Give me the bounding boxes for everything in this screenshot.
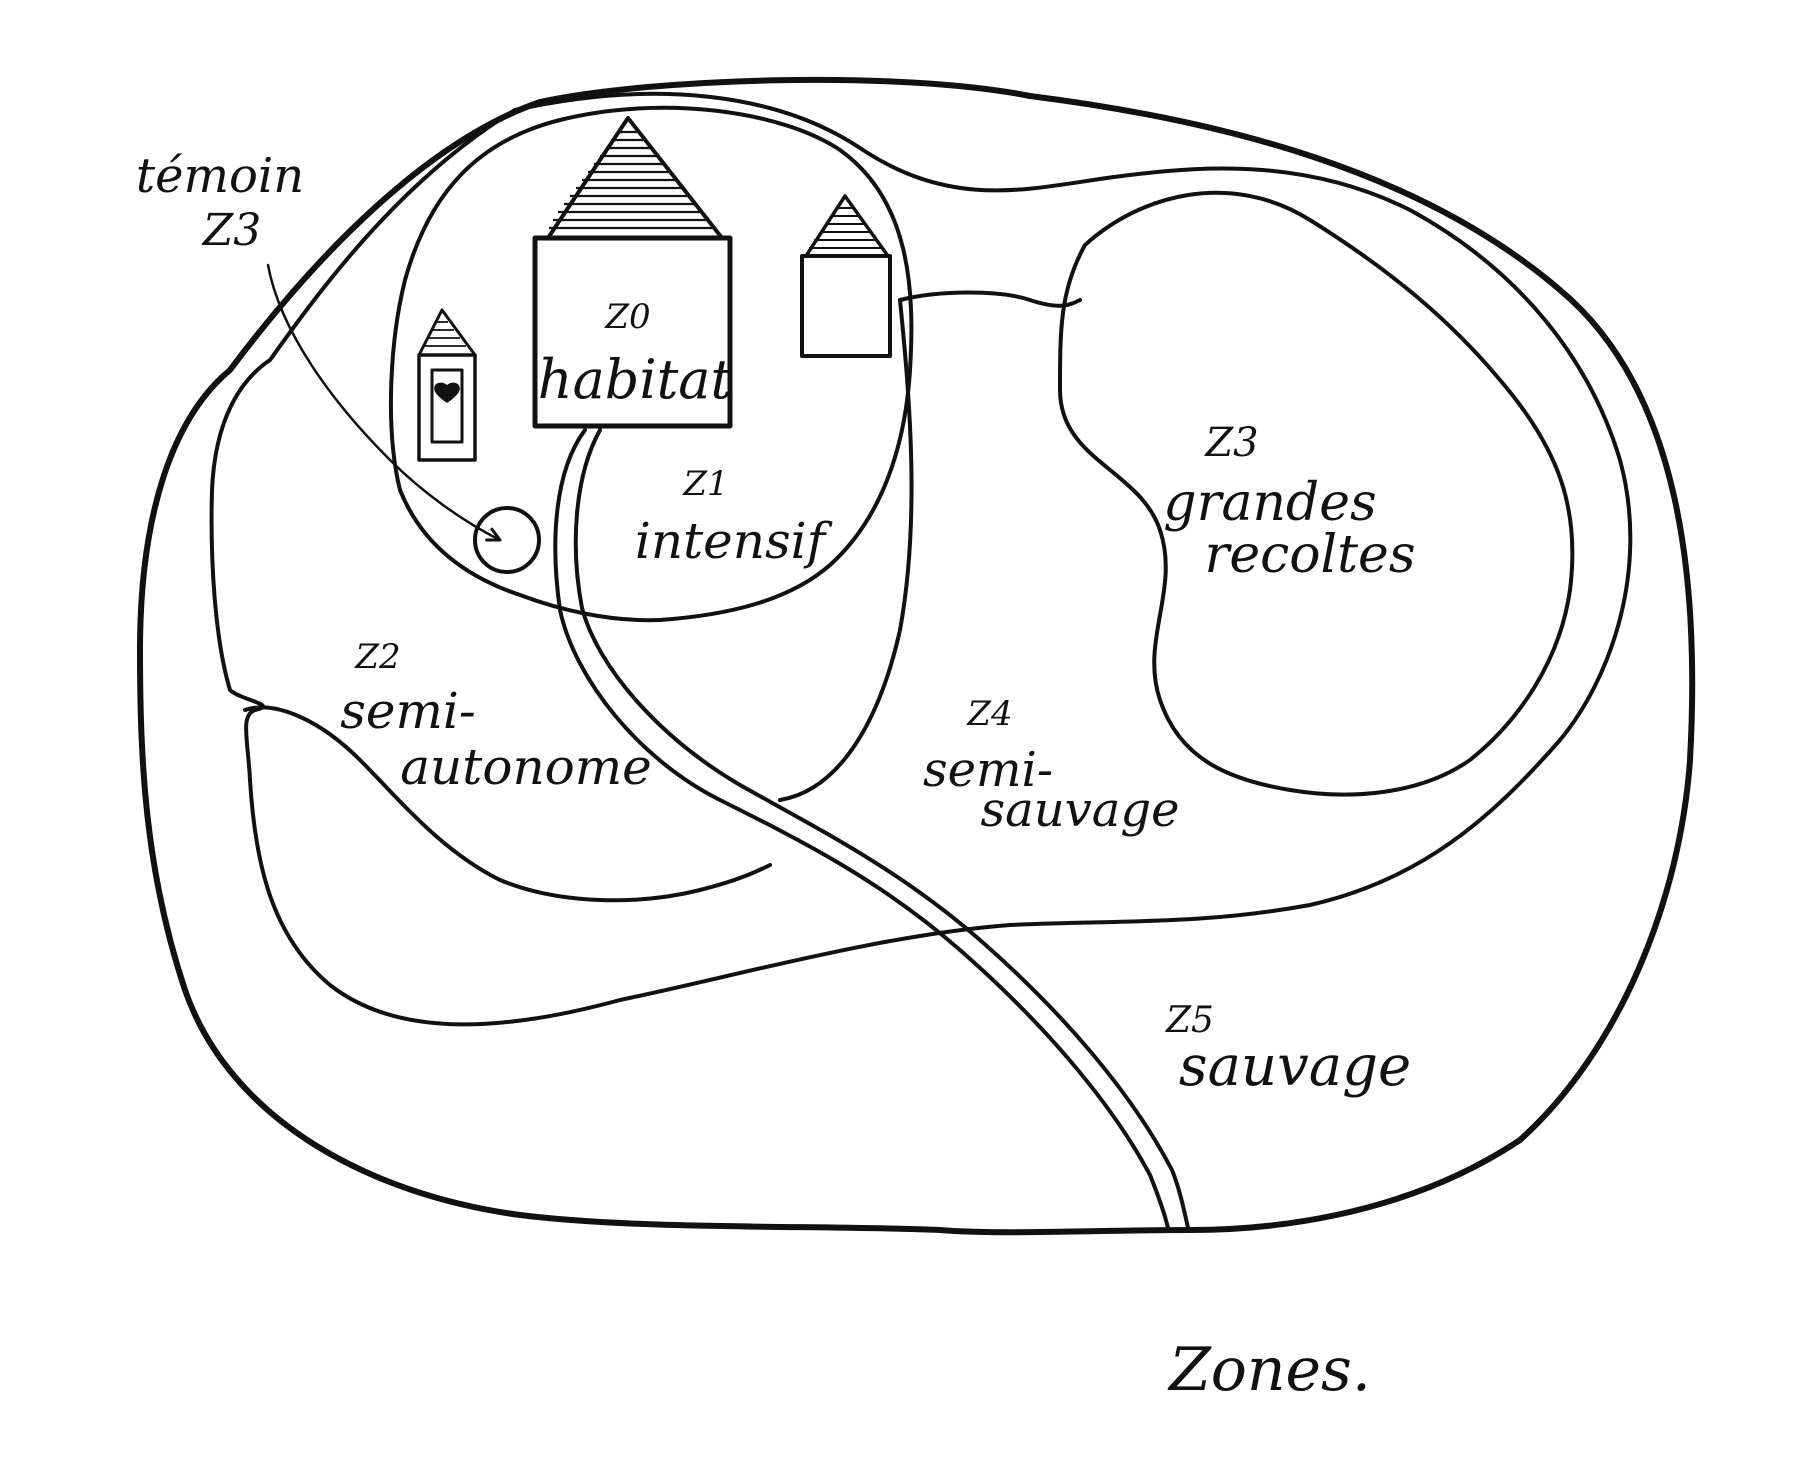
temoin-label-line1: témoin [136, 148, 304, 204]
zone3-name-line2: recoltes [1204, 525, 1415, 585]
diagram-caption: Zones. [1167, 1335, 1371, 1405]
zone1-boundary [388, 105, 914, 623]
shed-right-roof-hatching [809, 207, 882, 249]
zone1-name: intensif [635, 512, 833, 570]
zone4-label: Z4 semi- sauvage [923, 694, 1180, 838]
zone4-name-line1: semi- [923, 742, 1053, 798]
shed-left [417, 308, 477, 462]
heart-icon [434, 382, 460, 403]
zone2-boundary [243, 705, 772, 903]
zone0-code: Z0 [604, 297, 650, 337]
shed-right-body [800, 254, 892, 358]
zone3-label: Z3 grandes recoltes [1163, 420, 1415, 585]
main-house-roof [546, 116, 724, 240]
zone5-label: Z5 sauvage [1165, 1000, 1411, 1099]
zone3-code: Z3 [1203, 420, 1258, 466]
zone4-boundary [209, 91, 1633, 1027]
shed-left-door [430, 368, 464, 444]
zone1-label: Z1 intensif [635, 464, 833, 570]
shed-right [800, 194, 892, 358]
temoin-arrow [266, 263, 502, 542]
path-left-edge [553, 428, 1170, 1230]
zone3-name-line1: grandes [1163, 473, 1376, 533]
main-house [532, 116, 733, 429]
zone5-outer-boundary [137, 76, 1696, 1236]
path-right-edge [573, 428, 1190, 1230]
zone2-name-line1: semi- [340, 682, 476, 740]
zone3-boundary [1058, 190, 1575, 797]
zone4-name-line2: sauvage [980, 782, 1179, 838]
zone5-name: sauvage [1179, 1034, 1411, 1099]
zone4-code: Z4 [966, 694, 1012, 734]
temoin-circle [473, 506, 541, 574]
temoin-label-line2: Z3 [201, 205, 262, 256]
zone2-name-line2: autonome [400, 738, 652, 796]
main-house-roof-hatching [549, 130, 712, 230]
shed-left-roof [417, 308, 477, 357]
shed-left-roof-hatching [423, 321, 466, 347]
shed-right-roof [804, 194, 890, 258]
zone1-code: Z1 [682, 464, 728, 504]
zone0-label: Z0 habitat [538, 297, 733, 411]
zone5-code: Z5 [1165, 1000, 1214, 1041]
zone2-label: Z2 semi- autonome [340, 637, 652, 796]
zone0-name: habitat [538, 348, 733, 411]
temoin-annotation: témoin Z3 [136, 148, 304, 256]
zone2-code: Z2 [354, 637, 400, 677]
